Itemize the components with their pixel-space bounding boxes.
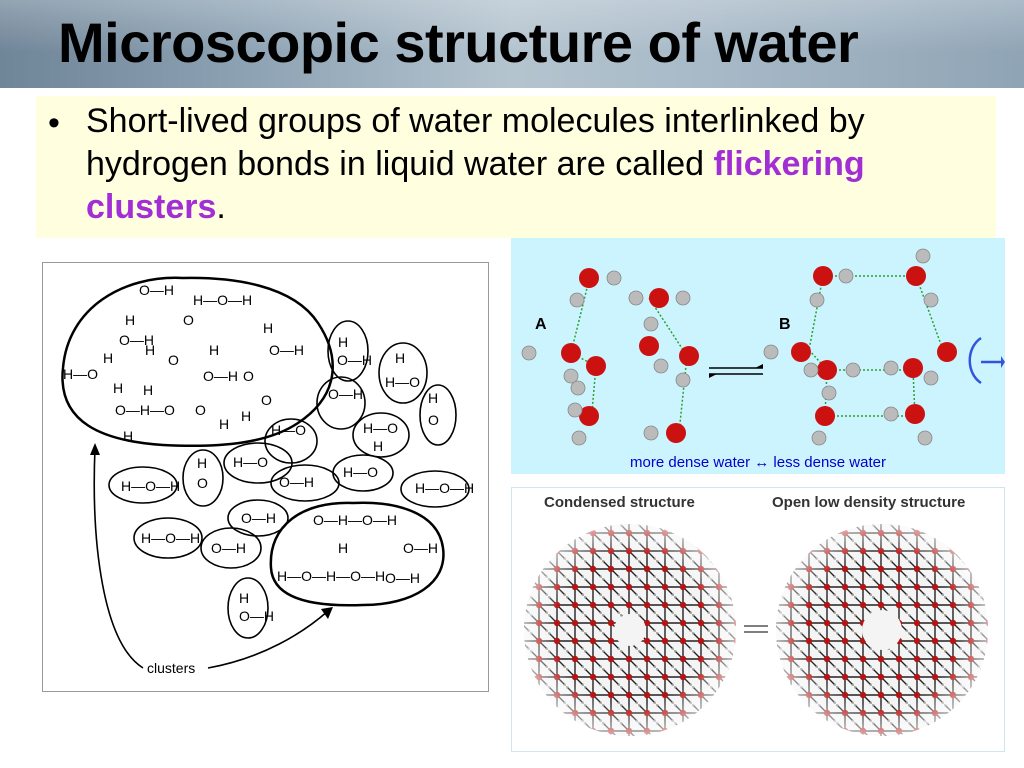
svg-text:O: O: [197, 475, 208, 491]
svg-text:H: H: [145, 342, 155, 358]
svg-text:O—H: O—H: [385, 570, 420, 586]
model-label-a: A: [535, 316, 547, 333]
svg-text:H—O—H: H—O—H: [121, 478, 180, 494]
svg-text:H—O: H—O: [233, 454, 268, 470]
model-label-b: B: [779, 316, 791, 333]
svg-text:H—O: H—O: [63, 366, 98, 382]
svg-text:O: O: [428, 412, 439, 428]
bullet-highlight: flickering clusters: [86, 145, 865, 226]
svg-text:H—O: H—O: [271, 422, 306, 438]
svg-text:H: H: [428, 390, 438, 406]
svg-text:H—O—H: H—O—H: [141, 530, 200, 546]
caption-less-dense: less dense water: [769, 454, 886, 471]
svg-text:H—O: H—O: [343, 464, 378, 480]
svg-text:O: O: [168, 352, 179, 368]
svg-text:O—H: O—H: [119, 332, 154, 348]
svg-text:H: H: [103, 350, 113, 366]
caption-arrow: ↔: [754, 454, 770, 471]
svg-text:H: H: [113, 380, 123, 396]
svg-text:H—O: H—O: [363, 420, 398, 436]
svg-text:H—O—H: H—O—H: [415, 480, 474, 496]
svg-text:H: H: [123, 428, 133, 444]
svg-text:H: H: [395, 350, 405, 366]
svg-text:H: H: [197, 455, 207, 471]
svg-text:H: H: [241, 408, 251, 424]
svg-text:H: H: [373, 438, 383, 454]
cluster-spheres: [524, 524, 988, 736]
svg-text:H: H: [219, 416, 229, 432]
svg-text:H: H: [239, 590, 249, 606]
svg-text:O—H: O—H: [403, 540, 438, 556]
svg-text:O—H—O—H: O—H—O—H: [313, 512, 397, 528]
svg-text:O: O: [195, 402, 206, 418]
svg-text:H: H: [143, 382, 153, 398]
svg-text:O—H: O—H: [328, 386, 363, 402]
structure-comparison-diagram: Condensed structure Open low density str…: [511, 487, 1005, 752]
svg-text:O—H—O: O—H—O: [115, 402, 175, 418]
svg-text:H—O—H—O—H: H—O—H—O—H: [277, 568, 385, 584]
svg-text:O—H: O—H: [139, 282, 174, 298]
clusters-label: clusters: [147, 660, 195, 676]
svg-text:O—H: O—H: [241, 510, 276, 526]
svg-text:H: H: [209, 342, 219, 358]
svg-text:O: O: [183, 312, 194, 328]
bullet-marker: •: [48, 104, 60, 142]
svg-text:H: H: [338, 540, 348, 556]
svg-text:O—H: O—H: [269, 342, 304, 358]
bullet-text-before: Short-lived groups of water molecules in…: [86, 102, 865, 183]
svg-text:O—H: O—H: [211, 540, 246, 556]
bullet-text: Short-lived groups of water molecules in…: [86, 100, 966, 229]
svg-text:O: O: [261, 392, 272, 408]
molecule-models: [521, 248, 1005, 446]
svg-text:H: H: [263, 320, 273, 336]
svg-text:O—H: O—H: [279, 474, 314, 490]
svg-text:H: H: [338, 334, 348, 350]
open-structure-label: Open low density structure: [772, 494, 966, 511]
bullet-box: [36, 96, 996, 238]
density-caption: more dense water ↔ less dense water: [511, 454, 1005, 471]
condensed-structure-label: Condensed structure: [544, 494, 695, 511]
water-model-diagram: A B more dense water ↔ less dense water: [511, 238, 1005, 474]
svg-text:O—H: O—H: [203, 368, 238, 384]
svg-text:O—H: O—H: [337, 352, 372, 368]
header-band: [0, 0, 1024, 88]
svg-text:O: O: [243, 368, 254, 384]
svg-text:H—O: H—O: [385, 374, 420, 390]
bullet-text-after: .: [216, 188, 226, 226]
svg-text:O—H: O—H: [239, 608, 274, 624]
svg-text:H—O—H: H—O—H: [193, 292, 252, 308]
caption-dense: more dense water: [630, 454, 755, 471]
slide-title: Microscopic structure of water: [58, 11, 859, 74]
svg-text:H: H: [125, 312, 135, 328]
